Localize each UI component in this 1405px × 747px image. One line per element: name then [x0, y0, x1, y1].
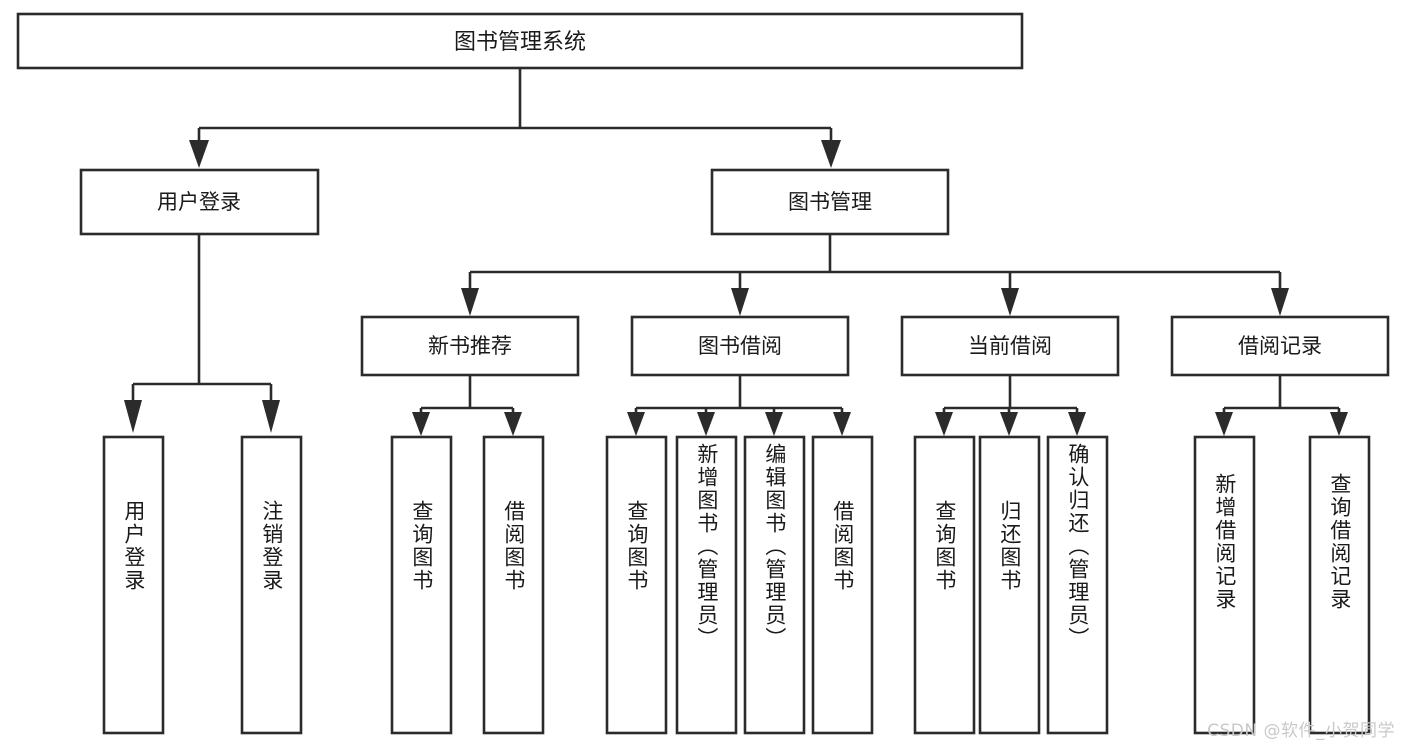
- arrow-head-icon: [1330, 412, 1348, 436]
- leaf-br-query-record-rect[interactable]: [1308, 435, 1371, 735]
- node-new-book-recommend-label: 新书推荐: [428, 334, 512, 358]
- leaf-user-login-rect[interactable]: [102, 435, 165, 735]
- arrow-head-icon: [697, 412, 715, 436]
- node-book-management-label: 图书管理: [788, 190, 872, 214]
- leaf-bb-edit-book-rect[interactable]: [743, 435, 806, 735]
- node-book-management-rect[interactable]: [710, 168, 950, 236]
- arrow-head-icon: [1271, 288, 1289, 316]
- node-borrow-record-label: 借阅记录: [1238, 334, 1322, 358]
- connector-new-book-recommend-to-leaves: [412, 375, 522, 436]
- arrow-head-icon: [1068, 412, 1086, 436]
- leaf-bb-add-book-rect[interactable]: [675, 435, 738, 735]
- node-book-borrow[interactable]: 图书借阅: [630, 315, 850, 377]
- node-borrow-record-rect[interactable]: [1170, 315, 1390, 377]
- connector-user-login-to-leaves: [124, 234, 280, 433]
- leaf-cb-query-book-rect[interactable]: [913, 435, 976, 735]
- arrow-head-icon: [833, 412, 851, 436]
- leaf-bb-query-book-rect[interactable]: [605, 435, 668, 735]
- connector-book-management-to-level3: [461, 234, 1289, 316]
- connector-root-to-level2: [189, 68, 841, 168]
- node-root-rect[interactable]: [16, 12, 1024, 70]
- node-root-label: 图书管理系统: [454, 30, 586, 55]
- arrow-head-icon: [412, 412, 430, 436]
- leaf-br-add-record-rect[interactable]: [1193, 435, 1256, 735]
- arrow-head-icon: [124, 400, 142, 433]
- leaf-nbr-query-book-rect[interactable]: [390, 435, 453, 735]
- node-current-borrow-label: 当前借阅: [968, 334, 1052, 358]
- connector-current-borrow-to-leaves: [935, 375, 1086, 436]
- leaf-bb-borrow-book-rect[interactable]: [811, 435, 874, 735]
- node-root[interactable]: 图书管理系统: [16, 12, 1024, 70]
- arrow-head-icon: [262, 400, 280, 433]
- arrow-head-icon: [731, 288, 749, 316]
- watermark-text: CSDN @软件_小贺同学: [1207, 721, 1395, 741]
- leaf-cb-return-book-rect[interactable]: [978, 435, 1041, 735]
- arrow-head-icon: [189, 140, 209, 168]
- node-book-management[interactable]: 图书管理: [710, 168, 950, 236]
- arrow-head-icon: [821, 140, 841, 168]
- arrow-head-icon: [765, 412, 783, 436]
- node-current-borrow-rect[interactable]: [900, 315, 1120, 377]
- leaf-logout-rect[interactable]: [240, 435, 303, 735]
- node-book-borrow-label: 图书借阅: [698, 334, 782, 358]
- node-current-borrow[interactable]: 当前借阅: [900, 315, 1120, 377]
- arrow-head-icon: [1000, 412, 1018, 436]
- node-new-book-recommend-rect[interactable]: [360, 315, 580, 377]
- connector-book-borrow-to-leaves: [627, 375, 851, 436]
- node-user-login[interactable]: 用户登录: [79, 168, 320, 236]
- arrow-head-icon: [1001, 288, 1019, 316]
- arrow-head-icon: [935, 412, 953, 436]
- arrow-head-icon: [504, 412, 522, 436]
- arrow-head-icon: [1215, 412, 1233, 436]
- node-new-book-recommend[interactable]: 新书推荐: [360, 315, 580, 377]
- node-user-login-label: 用户登录: [157, 190, 241, 214]
- connector-borrow-record-to-leaves: [1215, 375, 1348, 436]
- arrow-head-icon: [627, 412, 645, 436]
- leaf-nbr-borrow-book-rect[interactable]: [482, 435, 545, 735]
- arrow-head-icon: [461, 288, 479, 316]
- node-book-borrow-rect[interactable]: [630, 315, 850, 377]
- leaf-cb-confirm-return-rect[interactable]: [1046, 435, 1109, 735]
- node-borrow-record[interactable]: 借阅记录: [1170, 315, 1390, 377]
